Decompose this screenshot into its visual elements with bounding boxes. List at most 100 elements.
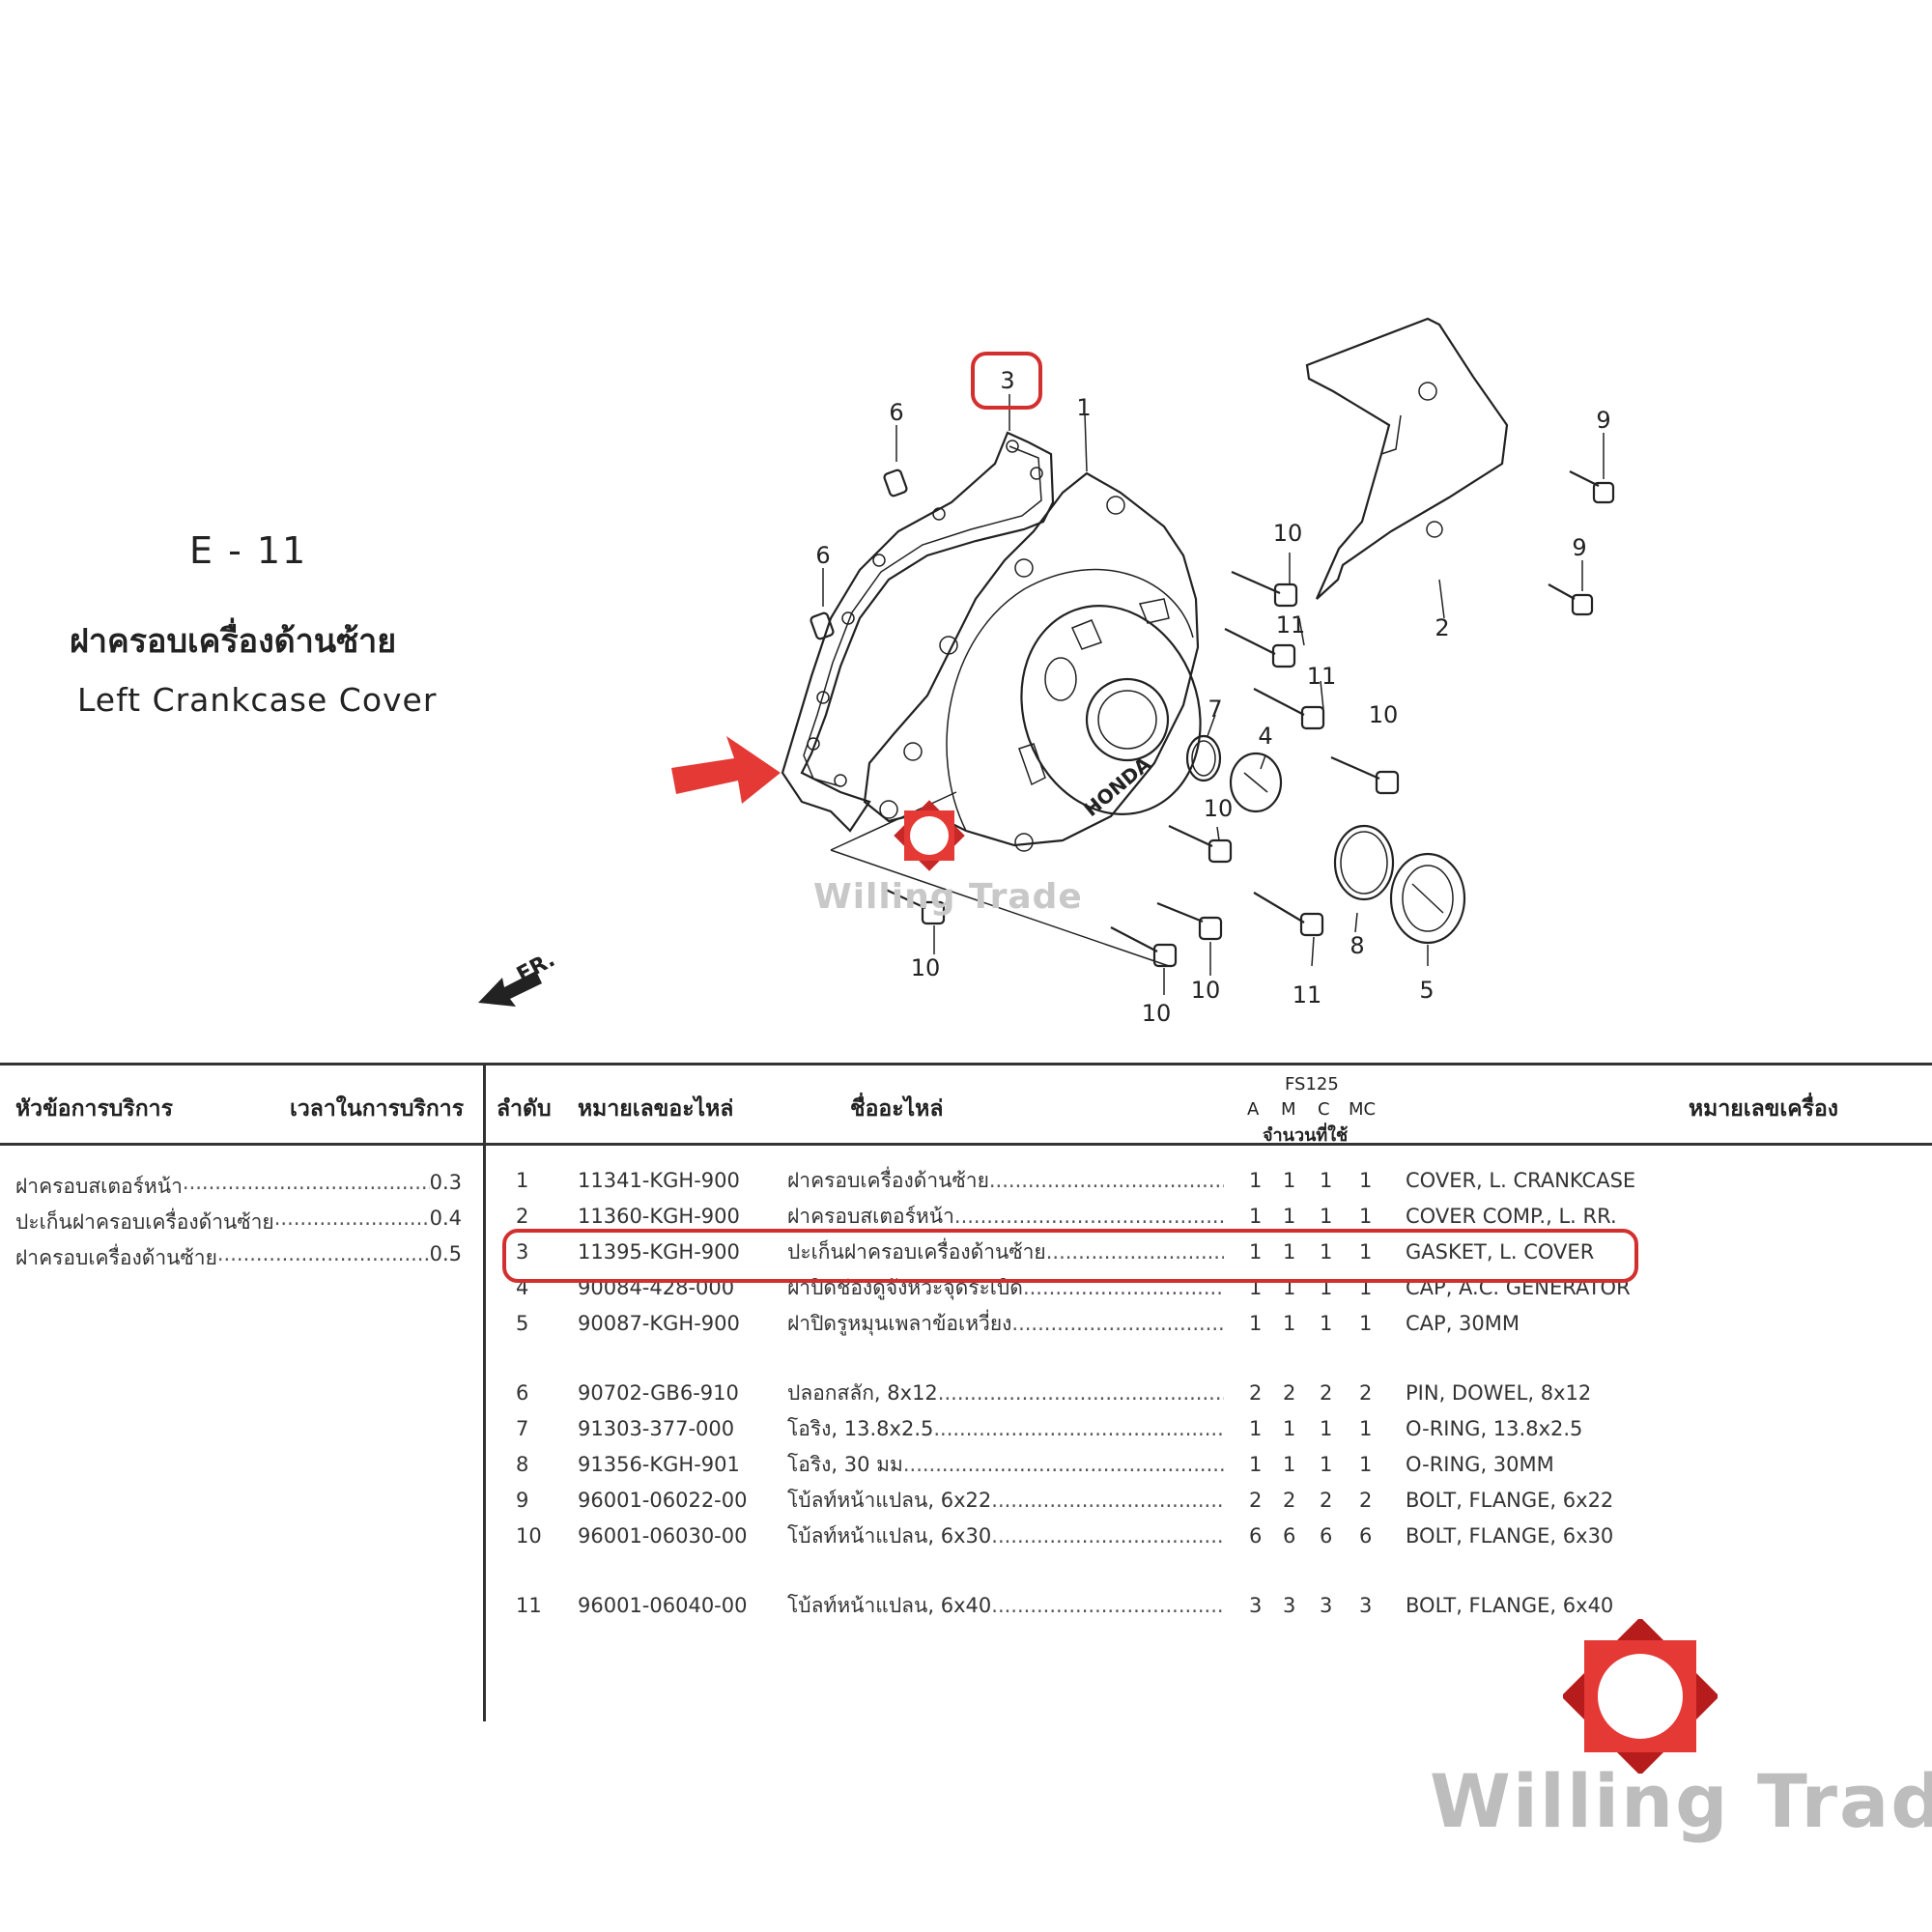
qty-c: 1 <box>1320 1205 1333 1228</box>
row-number: 9 <box>516 1489 529 1512</box>
header-variant-m: M <box>1281 1099 1296 1120</box>
header-qty-label: จำนวนที่ใช้ <box>1263 1125 1349 1146</box>
part-name-text: โบ้ลท์หน้าแปลน, 6x40 <box>787 1594 992 1617</box>
part-name-text: ปลอกสลัก, 8x12 <box>787 1381 938 1405</box>
qty-m: 1 <box>1283 1205 1296 1228</box>
qty-m: 1 <box>1283 1312 1296 1335</box>
qty-m: 2 <box>1283 1381 1296 1405</box>
qty-mc: 1 <box>1359 1453 1373 1476</box>
part-name-thai: ปลอกสลัก, 8x12..........................… <box>787 1381 1224 1405</box>
qty-mc: 1 <box>1359 1240 1373 1264</box>
part-name-thai: ฝาปิดรูหมุนเพลาข้อเหวี่ยง...............… <box>787 1312 1224 1335</box>
part-name-english: PIN, DOWEL, 8x12 <box>1406 1381 1592 1405</box>
qty-c: 1 <box>1320 1240 1333 1264</box>
part-name-text: โบ้ลท์หน้าแปลน, 6x22 <box>787 1489 992 1512</box>
callout-8: 8 <box>1350 932 1364 959</box>
part-name-thai: โบ้ลท์หน้าแปลน, 6x40....................… <box>787 1594 1224 1617</box>
callout-11c: 11 <box>1293 981 1322 1009</box>
header-model: FS125 <box>1285 1074 1339 1094</box>
header-part-name: ชื่ออะไหล่ <box>850 1096 944 1122</box>
qty-mc: 3 <box>1359 1594 1373 1617</box>
qty-m: 1 <box>1283 1240 1296 1264</box>
qty-mc: 2 <box>1359 1381 1373 1405</box>
callout-7: 7 <box>1208 696 1222 723</box>
service-time: 0.3 <box>429 1171 462 1194</box>
qty-c: 1 <box>1320 1312 1333 1335</box>
sprocket-cover <box>1305 317 1509 600</box>
callout-10d: 10 <box>911 954 941 981</box>
callout-6a: 6 <box>889 399 903 426</box>
part-name-thai: ฝาครอบสเตอร์หน้า........................… <box>787 1205 1224 1228</box>
qty-a: 1 <box>1249 1417 1263 1440</box>
exploded-diagram: HONDA <box>478 317 1615 1027</box>
callout-3: 3 <box>1000 367 1014 394</box>
table-header-rule <box>0 1143 1932 1146</box>
service-item: ฝาครอบสเตอร์หน้า........................… <box>15 1171 462 1203</box>
qty-a: 2 <box>1249 1489 1263 1512</box>
header-service-topic: หัวข้อการบริการ <box>15 1096 173 1122</box>
qty-m: 3 <box>1283 1594 1296 1617</box>
part-number: 91356-KGH-901 <box>578 1453 740 1476</box>
willing-trade-logo-text: Willing Trade <box>1430 1758 1932 1844</box>
qty-mc: 2 <box>1359 1489 1373 1512</box>
part-name-thai: โอริง, 30 มม............................… <box>787 1453 1224 1476</box>
section-code: E - 11 <box>189 529 308 572</box>
qty-c: 6 <box>1320 1524 1333 1548</box>
qty-c: 3 <box>1320 1594 1333 1617</box>
service-name: ฝาครอบสเตอร์หน้า <box>15 1175 183 1198</box>
part-name-english: COVER, L. CRANKCASE <box>1406 1169 1636 1192</box>
o-ring-large <box>1333 824 1395 901</box>
service-item: ปะเก็นฝาครอบเครื่องด้านซ้าย.............… <box>15 1207 462 1238</box>
center-port <box>1085 677 1170 762</box>
qty-mc: 1 <box>1359 1169 1373 1192</box>
part-name-thai: ฝาครอบเครื่องด้านซ้าย...................… <box>787 1169 1224 1192</box>
qty-c: 1 <box>1320 1453 1333 1476</box>
part-name-text: ฝาปิดรูหมุนเพลาข้อเหวี่ยง <box>787 1312 1012 1335</box>
service-item: ฝาครอบเครื่องด้านซ้าย...................… <box>15 1242 462 1274</box>
row-number: 6 <box>516 1381 529 1405</box>
watermark-text: Willing Trade <box>813 877 1083 917</box>
table-top-rule <box>0 1063 1932 1065</box>
cap-30mm <box>1389 852 1466 945</box>
row-number: 8 <box>516 1453 529 1476</box>
leader-lines <box>822 394 1605 995</box>
row-number: 7 <box>516 1417 529 1440</box>
qty-c: 2 <box>1320 1381 1333 1405</box>
qty-c: 1 <box>1320 1417 1333 1440</box>
part-number: 96001-06030-00 <box>578 1524 748 1548</box>
red-arrow <box>671 736 781 804</box>
qty-c: 1 <box>1320 1169 1333 1192</box>
cover-bosses <box>879 496 1125 852</box>
gasket-outline <box>781 431 1055 833</box>
callouts: 3 1 6 6 9 9 10 11 11 10 2 7 4 10 8 5 10 … <box>815 352 1611 1027</box>
header-variant-mc: MC <box>1349 1099 1377 1120</box>
willing-trade-logo-icon <box>1563 1619 1718 1774</box>
callout-11a: 11 <box>1276 611 1306 639</box>
part-name-text: ฝาครอบเครื่องด้านซ้าย <box>787 1169 989 1192</box>
dowel-pins <box>810 469 908 640</box>
table-divider <box>483 1063 486 1721</box>
callout-10b: 10 <box>1369 701 1399 728</box>
qty-a: 6 <box>1249 1524 1263 1548</box>
callout-9a: 9 <box>1596 407 1610 434</box>
crankcase-cover <box>863 471 1200 847</box>
highlight-row-3 <box>502 1229 1638 1283</box>
qty-a: 2 <box>1249 1381 1263 1405</box>
part-number: 90087-KGH-900 <box>578 1312 740 1335</box>
qty-m: 1 <box>1283 1453 1296 1476</box>
header-no: ลำดับ <box>497 1096 552 1122</box>
callout-4: 4 <box>1258 723 1272 750</box>
qty-mc: 1 <box>1359 1312 1373 1335</box>
part-number: 11341-KGH-900 <box>578 1169 740 1192</box>
o-ring-small <box>1185 734 1222 782</box>
callout-2: 2 <box>1435 614 1449 641</box>
gasket-holes <box>807 440 1043 787</box>
callout-10a: 10 <box>1273 520 1303 547</box>
callout-6b: 6 <box>815 542 830 569</box>
part-name-thai: โบ้ลท์หน้าแปลน, 6x30....................… <box>787 1524 1224 1548</box>
part-name-text: โอริง, 13.8x2.5 <box>787 1417 934 1440</box>
service-name: ปะเก็นฝาครอบเครื่องด้านซ้าย <box>15 1210 274 1234</box>
service-name: ฝาครอบเครื่องด้านซ้าย <box>15 1246 217 1269</box>
qty-c: 2 <box>1320 1489 1333 1512</box>
qty-m: 1 <box>1283 1169 1296 1192</box>
